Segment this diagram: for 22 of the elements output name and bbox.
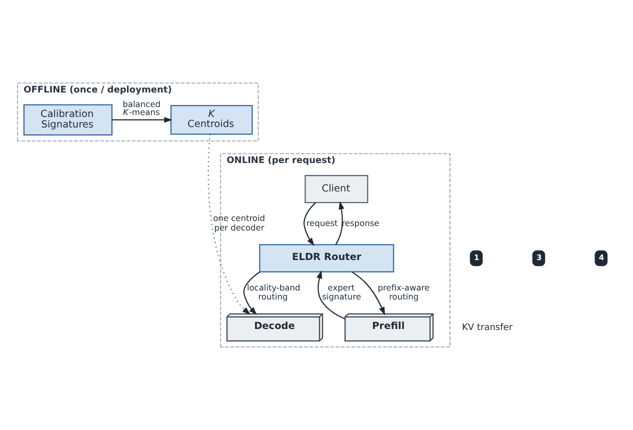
edge-label: expert signature <box>322 282 362 302</box>
edge-label: balanced K-means <box>122 98 160 118</box>
label: 3 <box>536 252 542 262</box>
node-box: Calibration Signatures <box>23 104 113 136</box>
arrow <box>351 271 386 316</box>
arrow <box>316 270 346 320</box>
arrow <box>243 272 260 316</box>
node-box: K Centroids <box>170 105 253 135</box>
edge-label: locality-band routing <box>246 282 300 302</box>
node-box: Client <box>304 174 368 204</box>
edge-label: request <box>306 218 338 228</box>
edge-label: prefix-aware routing <box>378 282 430 302</box>
edge-label: one centroid per decoder <box>213 213 266 232</box>
label: 1 <box>474 252 480 262</box>
arrow <box>304 202 316 246</box>
arrow <box>335 201 344 245</box>
label: 4 <box>598 252 604 262</box>
arrow <box>208 134 251 315</box>
arrow <box>112 116 172 123</box>
edge-label: response <box>342 218 380 228</box>
node-box: ELDR Router <box>259 244 394 272</box>
label: KV transfer <box>462 322 513 333</box>
